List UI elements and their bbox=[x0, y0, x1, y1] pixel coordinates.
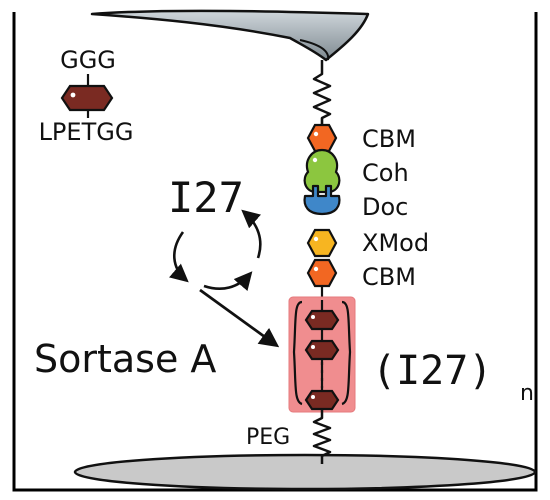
cantilever-edge bbox=[299, 39, 330, 61]
peg-label: PEG bbox=[246, 425, 290, 450]
legend-top-label: GGG bbox=[60, 46, 116, 74]
hexagon-highlight bbox=[313, 131, 319, 137]
chain-label-cbm-top: CBM bbox=[362, 125, 416, 153]
cycle-arrow-right bbox=[241, 209, 262, 259]
polyprotein-label: (I27) bbox=[372, 348, 492, 394]
polyprotein-subscript: n bbox=[520, 381, 534, 406]
right-bracket bbox=[341, 300, 352, 406]
cycle-arrow-bottom bbox=[203, 271, 253, 291]
legend-bottom-label: LPETGG bbox=[39, 118, 134, 146]
left-bracket bbox=[292, 300, 303, 406]
xmod-highlight bbox=[313, 236, 319, 242]
cycle-label: I27 bbox=[168, 173, 244, 222]
chain-label-cbm-bottom: CBM bbox=[362, 263, 416, 291]
cbm-top-hexagon bbox=[306, 123, 338, 153]
legend-i27-hexagon bbox=[60, 84, 114, 112]
upper-spring bbox=[312, 60, 332, 124]
frame-border bbox=[12, 12, 538, 492]
dockerin-domain bbox=[303, 184, 341, 216]
i27-hexagon-1 bbox=[304, 309, 340, 331]
surface-ellipse bbox=[73, 453, 537, 491]
i27-hexagon-2 bbox=[304, 339, 340, 361]
cbm-bottom-highlight bbox=[313, 266, 319, 272]
sortase-arrow bbox=[199, 288, 280, 348]
chain-label-xmod: XMod bbox=[362, 229, 429, 257]
peg-spring bbox=[312, 409, 332, 464]
chain-label-doc: Doc bbox=[362, 193, 408, 221]
cohesin-domain bbox=[303, 148, 341, 194]
xmod-hexagon bbox=[306, 228, 338, 258]
chain-label-coh: Coh bbox=[362, 159, 409, 187]
cycle-arrow-left bbox=[169, 231, 189, 283]
i27-hexagon-n bbox=[304, 389, 340, 411]
enzyme-label: Sortase A bbox=[34, 337, 216, 381]
cohesin-highlight bbox=[312, 157, 318, 163]
afm-cantilever bbox=[90, 9, 370, 62]
cbm-bottom-hexagon bbox=[306, 258, 338, 288]
